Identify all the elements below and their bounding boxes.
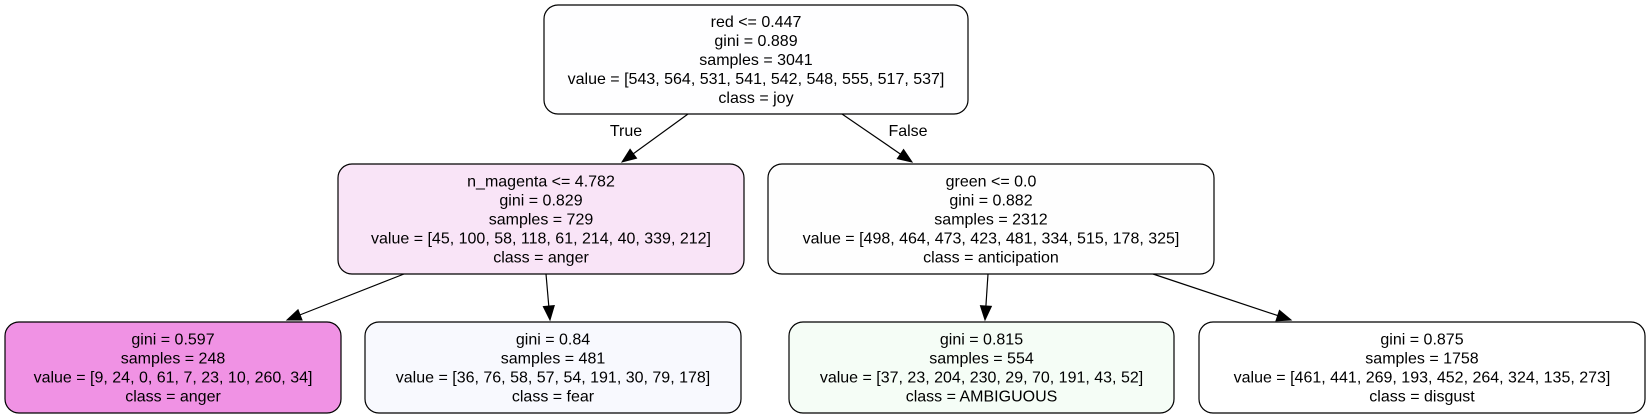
- node-text-line: gini = 0.597: [131, 332, 214, 349]
- arrow-head-icon: [979, 305, 993, 322]
- node-text-line: class = fear: [512, 389, 595, 406]
- edge-root-to-left: True: [610, 113, 689, 163]
- node-text-line: samples = 3041: [699, 52, 813, 69]
- edge-root-to-right: False: [841, 113, 928, 163]
- edge-line: [1152, 273, 1278, 317]
- node-text-line: value = [37, 23, 204, 230, 29, 70, 191, …: [820, 370, 1143, 387]
- node-text-line: value = [498, 464, 473, 423, 481, 334, 5…: [803, 231, 1180, 248]
- node-text-line: samples = 481: [501, 351, 606, 368]
- node-box: [767, 163, 1215, 275]
- edge-line: [545, 273, 550, 307]
- node-box: [4, 321, 342, 414]
- node-text-line: gini = 0.882: [949, 193, 1032, 210]
- node-box: [788, 321, 1175, 414]
- node-box: [1198, 321, 1646, 414]
- arrow-head-icon: [620, 148, 638, 163]
- node-text-line: class = anger: [493, 250, 589, 267]
- node-text-line: value = [45, 100, 58, 118, 61, 214, 40, …: [371, 231, 711, 248]
- tree-node-leaf-fear: gini = 0.84 samples = 481 value = [36, 76,…: [364, 321, 742, 414]
- node-text-line: samples = 2312: [934, 212, 1048, 229]
- tree-node-leaf-ambiguous: gini = 0.815 samples = 554 value = [37, 23…: [788, 321, 1175, 414]
- edge-line: [985, 273, 989, 307]
- node-text-line: n_magenta <= 4.782: [467, 174, 615, 191]
- node-text-line: class = joy: [718, 90, 793, 107]
- edge-right-to-leaf-ambiguous: [979, 273, 993, 322]
- node-text-line: gini = 0.84: [516, 332, 590, 349]
- node-text-line: gini = 0.815: [940, 332, 1023, 349]
- edge-line: [841, 113, 901, 155]
- node-text-line: value = [36, 76, 58, 57, 54, 191, 30, 79…: [396, 370, 710, 387]
- edge-left-to-leaf-fear: [542, 273, 555, 322]
- tree-node-leaf-disgust: gini = 0.875 samples = 1758 value = [461, …: [1198, 321, 1646, 414]
- edge-left-to-leaf-anger: [285, 273, 405, 321]
- node-text-line: class = disgust: [1369, 389, 1475, 406]
- tree-node-root: red <= 0.447 gini = 0.889 samples = 3041 va…: [543, 4, 969, 115]
- edge-label: True: [610, 123, 642, 140]
- node-box: [364, 321, 742, 414]
- edge-right-to-leaf-disgust: [1152, 273, 1293, 322]
- node-text-line: value = [9, 24, 0, 61, 7, 23, 10, 260, 3…: [34, 370, 313, 387]
- edge-label: False: [888, 123, 927, 140]
- node-text-line: class = anticipation: [923, 250, 1059, 267]
- node-text-line: samples = 248: [121, 351, 226, 368]
- tree-node-leaf-anger: gini = 0.597 samples = 248 value = [9, 24,…: [4, 321, 342, 414]
- node-text-line: gini = 0.875: [1380, 332, 1463, 349]
- node-text-line: value = [543, 564, 531, 541, 542, 548, 5…: [568, 71, 945, 88]
- edge-line: [632, 113, 689, 155]
- node-text-line: class = AMBIGUOUS: [906, 389, 1058, 406]
- arrow-head-icon: [542, 305, 555, 322]
- tree-node-left: n_magenta <= 4.782 gini = 0.829 samples = …: [337, 163, 745, 275]
- node-text-line: samples = 554: [929, 351, 1034, 368]
- node-text-line: green <= 0.0: [946, 174, 1037, 191]
- node-text-line: gini = 0.889: [714, 33, 797, 50]
- node-text-line: class = anger: [125, 389, 221, 406]
- arrow-head-icon: [896, 148, 914, 163]
- node-text-line: gini = 0.829: [499, 193, 582, 210]
- node-box: [337, 163, 745, 275]
- edge-line: [299, 273, 405, 316]
- node-text-line: value = [461, 441, 269, 193, 452, 264, 3…: [1234, 370, 1611, 387]
- node-text-line: samples = 1758: [1365, 351, 1479, 368]
- arrow-head-icon: [285, 308, 303, 321]
- node-box: [543, 4, 969, 115]
- node-text-line: samples = 729: [489, 212, 594, 229]
- tree-node-right: green <= 0.0 gini = 0.882 samples = 2312 va…: [767, 163, 1215, 275]
- arrow-head-icon: [1275, 309, 1293, 322]
- node-text-line: red <= 0.447: [711, 14, 802, 31]
